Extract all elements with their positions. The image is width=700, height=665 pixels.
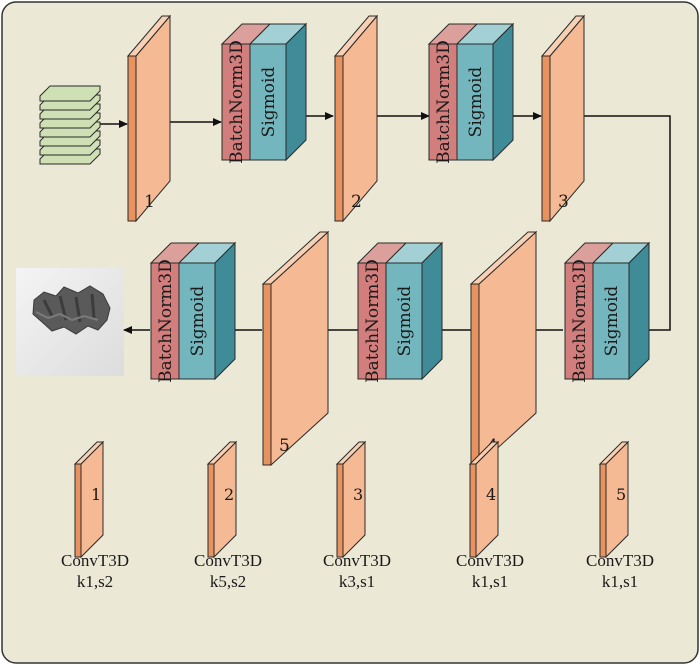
legend-layer-params: k5,s2 xyxy=(210,572,246,591)
bn-sigmoid-block-4: BatchNorm3D Sigmoid xyxy=(356,241,444,383)
conv-top-face xyxy=(261,231,330,285)
conv-side-face xyxy=(127,55,137,222)
bn-sigmoid-block-2: BatchNorm3D Sigmoid xyxy=(427,22,515,164)
conv-layer-number: 2 xyxy=(351,192,362,212)
conv-layer-number: 4 xyxy=(486,485,496,504)
sigmoid-front-face xyxy=(592,262,630,380)
input-slice xyxy=(39,85,101,102)
input-slices xyxy=(39,85,101,165)
conv-top-face xyxy=(206,441,238,465)
flow-arrow xyxy=(582,115,671,334)
batchnorm-front-face xyxy=(428,43,458,161)
batchnorm-label: BatchNorm3D xyxy=(156,259,176,383)
sigmoid-front-face xyxy=(178,262,216,380)
conv-layer-number: 5 xyxy=(279,436,290,456)
conv-layer-2: 2 xyxy=(333,14,379,223)
conv-layer-5: 5 xyxy=(261,230,330,467)
conv-layer-number: 5 xyxy=(616,485,626,504)
batchnorm-label: BatchNorm3D xyxy=(227,40,247,164)
conv-layer-number: 1 xyxy=(144,192,155,212)
conv-layer-number: 2 xyxy=(224,485,234,504)
sigmoid-label: Sigmoid xyxy=(188,286,208,357)
conv-side-face xyxy=(334,55,344,222)
legend-layer-name: ConvT3D xyxy=(323,551,391,570)
legend-layer-name: ConvT3D xyxy=(456,551,524,570)
sigmoid-side-face xyxy=(214,241,236,381)
batchnorm-label: BatchNorm3D xyxy=(570,259,590,383)
legend-layer-params: k1,s1 xyxy=(602,572,638,591)
legend-conv-icon: 5 xyxy=(598,440,630,559)
batchnorm-label: BatchNorm3D xyxy=(434,40,454,164)
conv-layer-number: 3 xyxy=(353,485,363,504)
conv-side-face xyxy=(262,283,272,466)
conv-top-face xyxy=(126,15,172,57)
legend-layer-params: k1,s1 xyxy=(472,572,508,591)
conv-top-face xyxy=(333,15,379,57)
sigmoid-label: Sigmoid xyxy=(602,286,622,357)
conv-top-face xyxy=(73,441,105,465)
sigmoid-label: Sigmoid xyxy=(395,286,415,357)
conv-side-face xyxy=(207,463,215,558)
bn-sigmoid-block-5: BatchNorm3D Sigmoid xyxy=(149,241,237,383)
legend-conv-icon: 2 xyxy=(206,440,238,559)
conv-layer-4: 4 xyxy=(469,230,538,467)
conv-side-face xyxy=(469,463,477,558)
sigmoid-side-face xyxy=(628,241,650,381)
legend-layer-name: ConvT3D xyxy=(194,551,262,570)
conv-layer-1: 1 xyxy=(126,14,172,223)
conv-side-face xyxy=(336,463,344,558)
conv-top-face xyxy=(540,15,586,57)
conv-layer-number: 3 xyxy=(558,192,569,212)
sigmoid-front-face xyxy=(385,262,423,380)
bn-sigmoid-block-1: BatchNorm3D Sigmoid xyxy=(220,22,308,164)
bn-sigmoid-block-3: BatchNorm3D Sigmoid xyxy=(563,241,651,383)
legend-layer-name: ConvT3D xyxy=(586,551,654,570)
legend-layer-name: ConvT3D xyxy=(61,551,129,570)
sigmoid-front-face xyxy=(249,43,287,161)
sigmoid-label: Sigmoid xyxy=(466,67,486,138)
sigmoid-side-face xyxy=(285,22,307,162)
output-object-shape xyxy=(32,285,111,335)
legend-conv-icon: 1 xyxy=(73,440,105,559)
conv-top-face xyxy=(598,441,630,465)
output-object-image xyxy=(16,268,124,376)
legend-layer-params: k3,s1 xyxy=(339,572,375,591)
legend-conv-icon: 3 xyxy=(335,440,367,559)
conv-top-face xyxy=(469,231,538,285)
sigmoid-label: Sigmoid xyxy=(259,67,279,138)
conv-top-face xyxy=(335,441,367,465)
batchnorm-front-face xyxy=(357,262,387,380)
legend-conv-icon: 4 xyxy=(468,440,500,559)
sigmoid-side-face xyxy=(492,22,514,162)
arrows xyxy=(100,112,671,334)
conv-side-face xyxy=(74,463,82,558)
conv-layer-number: 1 xyxy=(91,485,101,504)
conv-top-face xyxy=(468,441,500,465)
conv-layer-3: 3 xyxy=(540,14,586,223)
sigmoid-front-face xyxy=(456,43,494,161)
conv-side-face xyxy=(599,463,607,558)
sigmoid-side-face xyxy=(421,241,443,381)
conv-side-face xyxy=(470,283,480,466)
legend-layer-params: k1,s2 xyxy=(77,572,113,591)
batchnorm-label: BatchNorm3D xyxy=(363,259,383,383)
conv-side-face xyxy=(541,55,551,222)
